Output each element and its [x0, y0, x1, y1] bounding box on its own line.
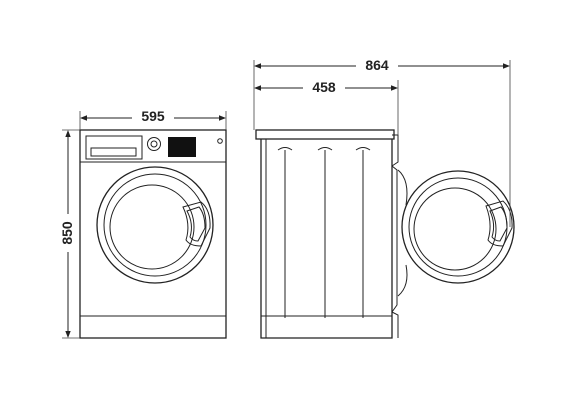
width-label: 595	[141, 108, 165, 124]
depth-door-open-dimension: 864	[253, 54, 511, 227]
width-dimension: 595	[79, 106, 227, 130]
detergent-drawer	[85, 135, 143, 160]
depth-door-open-label: 864	[365, 57, 389, 73]
side-front-panel	[391, 134, 399, 167]
depth-dimension: 458	[254, 76, 399, 135]
power-button-icon	[217, 138, 223, 144]
front-view: 595 850	[58, 106, 227, 339]
depth-label: 458	[312, 79, 336, 95]
height-dimension: 850	[58, 129, 80, 339]
side-view	[255, 129, 399, 339]
front-body-outline	[79, 129, 227, 339]
side-body-outline	[260, 139, 393, 339]
display-panel	[168, 137, 196, 157]
program-knob-icon	[147, 137, 161, 151]
side-top-lid	[255, 129, 395, 140]
height-label: 850	[59, 221, 75, 245]
side-ribs	[277, 147, 371, 318]
open-door-icon	[397, 169, 515, 297]
front-door	[96, 166, 214, 284]
